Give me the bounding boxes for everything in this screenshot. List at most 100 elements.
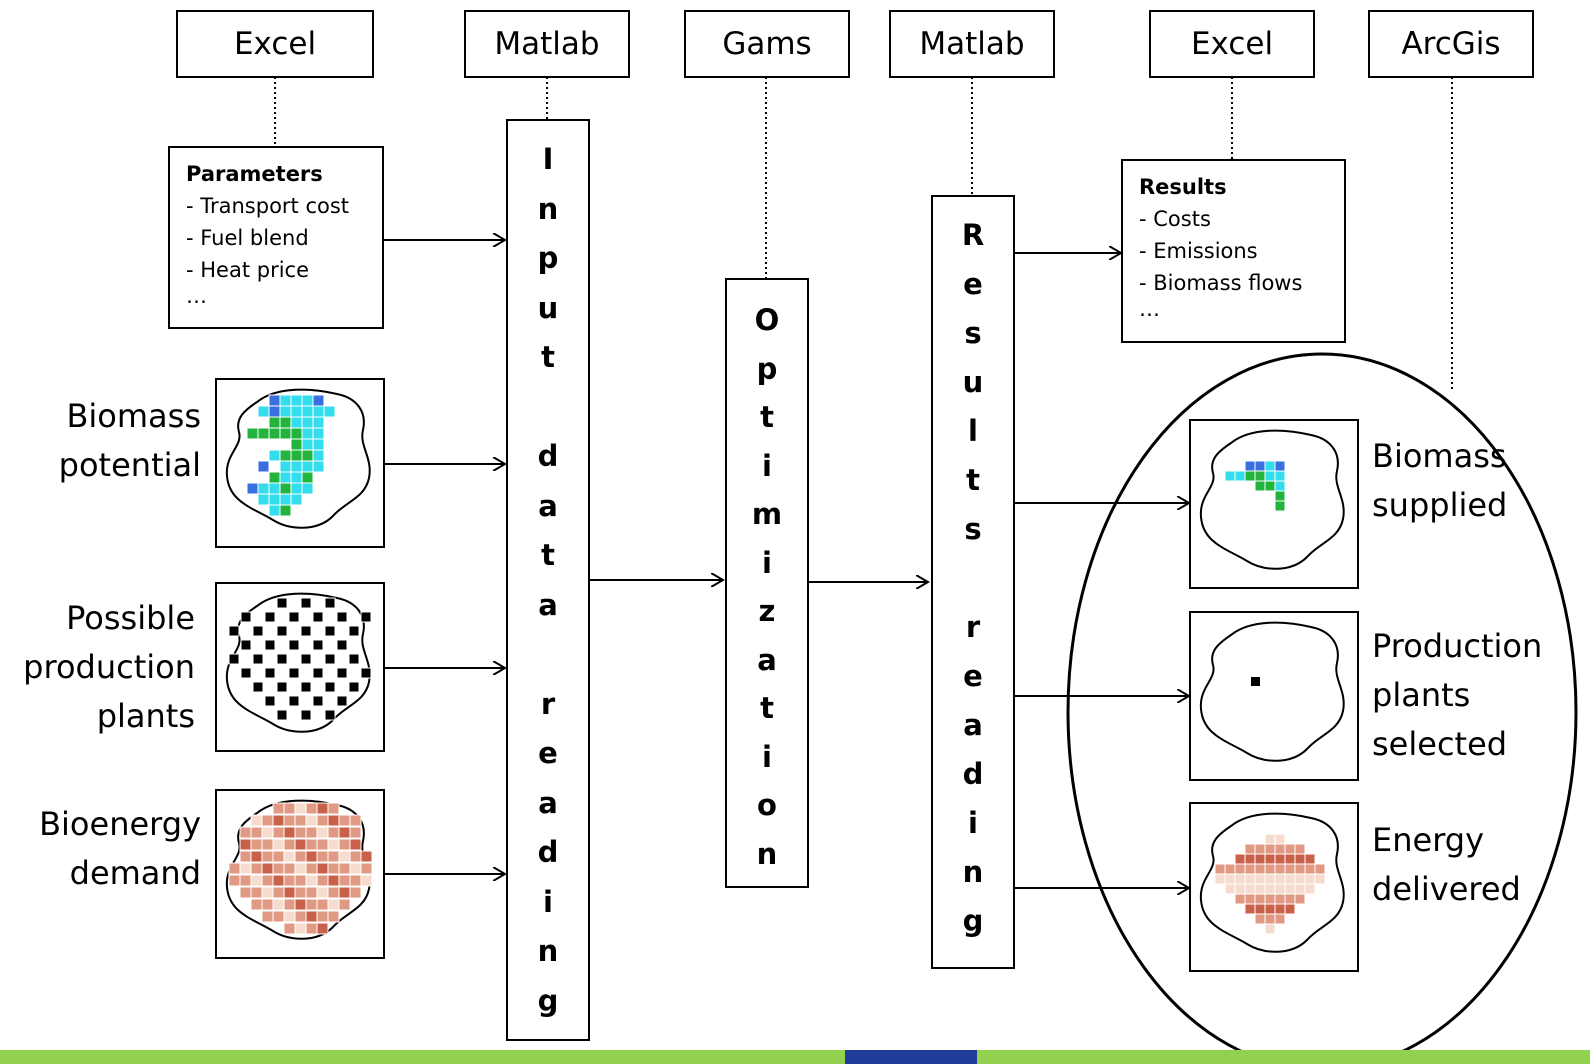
label-line: selected xyxy=(1372,725,1508,763)
grid-cell xyxy=(290,460,303,473)
grid-cell xyxy=(305,838,318,851)
tool-label: Gams xyxy=(722,26,812,62)
grid-cell xyxy=(283,814,296,827)
grid-cell xyxy=(276,681,288,693)
grid-cell xyxy=(349,874,362,887)
bar-letter: i xyxy=(543,884,553,919)
grid-cell xyxy=(252,625,264,637)
grid-cell xyxy=(252,681,264,693)
grid-cell xyxy=(1304,883,1316,895)
bar-letter: t xyxy=(760,691,774,725)
grid-cell xyxy=(1264,873,1276,885)
label-line: delivered xyxy=(1372,870,1521,908)
energy-delivered-label: Energy delivered xyxy=(1372,816,1521,914)
bar-letter: s xyxy=(964,512,982,546)
grid-cell xyxy=(239,850,252,863)
grid-cell xyxy=(1254,883,1266,895)
grid-cell xyxy=(327,898,340,911)
grid-cell xyxy=(312,438,325,451)
grid-cell xyxy=(261,874,274,887)
grid-cell xyxy=(1274,460,1286,472)
grid-cell xyxy=(1254,873,1266,885)
grid-cell xyxy=(323,405,336,418)
grid-cell xyxy=(228,625,240,637)
tool-label: Matlab xyxy=(919,26,1025,62)
grid-cell xyxy=(1284,893,1296,905)
tool-box-matlab-2: Matlab xyxy=(889,10,1055,78)
grid-cell xyxy=(279,416,292,429)
parameter-item: … xyxy=(186,284,207,308)
bar-letter: t xyxy=(541,340,555,374)
grid-cell xyxy=(1264,883,1276,895)
grid-cell xyxy=(1274,863,1286,875)
grid-cell xyxy=(1254,480,1266,492)
bioenergy-demand-label: Bioenergy demand xyxy=(10,800,201,898)
grid-cell xyxy=(316,874,329,887)
tool-box-arcgis: ArcGis xyxy=(1368,10,1534,78)
grid-cell xyxy=(290,416,303,429)
grid-cell xyxy=(1224,883,1236,895)
grid-cell xyxy=(290,482,303,495)
grid-cell xyxy=(312,394,325,407)
bar-letter: d xyxy=(962,757,984,791)
parameters-box: Parameters - Transport cost - Fuel blend… xyxy=(168,146,384,329)
grid-cell xyxy=(257,427,270,440)
grid-cell xyxy=(288,639,300,651)
grid-cell xyxy=(1234,893,1246,905)
label-line: Production xyxy=(1372,627,1543,665)
results-box: Results - Costs - Emissions - Biomass fl… xyxy=(1121,159,1346,343)
grid-cell xyxy=(1284,873,1296,885)
grid-cell xyxy=(250,850,263,863)
grid-cell xyxy=(316,898,329,911)
grid-cell xyxy=(283,838,296,851)
grid-cell xyxy=(300,625,312,637)
bar-letter: r xyxy=(540,686,556,721)
bar-letter: z xyxy=(758,594,776,628)
grid-cell xyxy=(349,886,362,899)
grid-cell xyxy=(257,405,270,418)
grid-cell xyxy=(268,394,281,407)
grid-cell xyxy=(305,814,318,827)
grid-cell xyxy=(294,850,307,863)
results-item: - Biomass flows xyxy=(1139,271,1303,295)
grid-cell xyxy=(290,438,303,451)
grid-cell xyxy=(1274,853,1286,865)
grid-cell xyxy=(276,709,288,721)
label-line: demand xyxy=(69,854,201,892)
grid-cell xyxy=(1244,893,1256,905)
grid-cell xyxy=(1264,923,1276,935)
grid-cell xyxy=(240,667,252,679)
grid-cell xyxy=(349,838,362,851)
grid-cell xyxy=(283,910,296,923)
grid-cell xyxy=(1274,833,1286,845)
grid-cell xyxy=(301,394,314,407)
grid-cell xyxy=(294,910,307,923)
grid-cell xyxy=(324,597,336,609)
grid-cell xyxy=(290,493,303,506)
grid-cell xyxy=(349,826,362,839)
grid-cell xyxy=(324,625,336,637)
grid-cell xyxy=(1244,863,1256,875)
grid-cell xyxy=(283,898,296,911)
grid-cell xyxy=(279,493,292,506)
bar-letter: n xyxy=(756,836,778,871)
bar-letter: g xyxy=(537,983,559,1018)
label-line: potential xyxy=(58,446,201,484)
grid-cell xyxy=(316,862,329,875)
grid-cell xyxy=(300,709,312,721)
grid-cell xyxy=(312,449,325,462)
grid-cell xyxy=(279,405,292,418)
grid-cell xyxy=(268,427,281,440)
grid-cell xyxy=(294,874,307,887)
grid-cell xyxy=(1294,893,1306,905)
grid-cell xyxy=(305,826,318,839)
grid-cell xyxy=(327,838,340,851)
label-line: Energy xyxy=(1372,821,1485,859)
bar-letter: e xyxy=(963,267,983,301)
selected-plant xyxy=(1251,677,1260,686)
bar-letter: i xyxy=(762,545,772,580)
grid-cell xyxy=(1264,853,1276,865)
grid-cell xyxy=(239,838,252,851)
